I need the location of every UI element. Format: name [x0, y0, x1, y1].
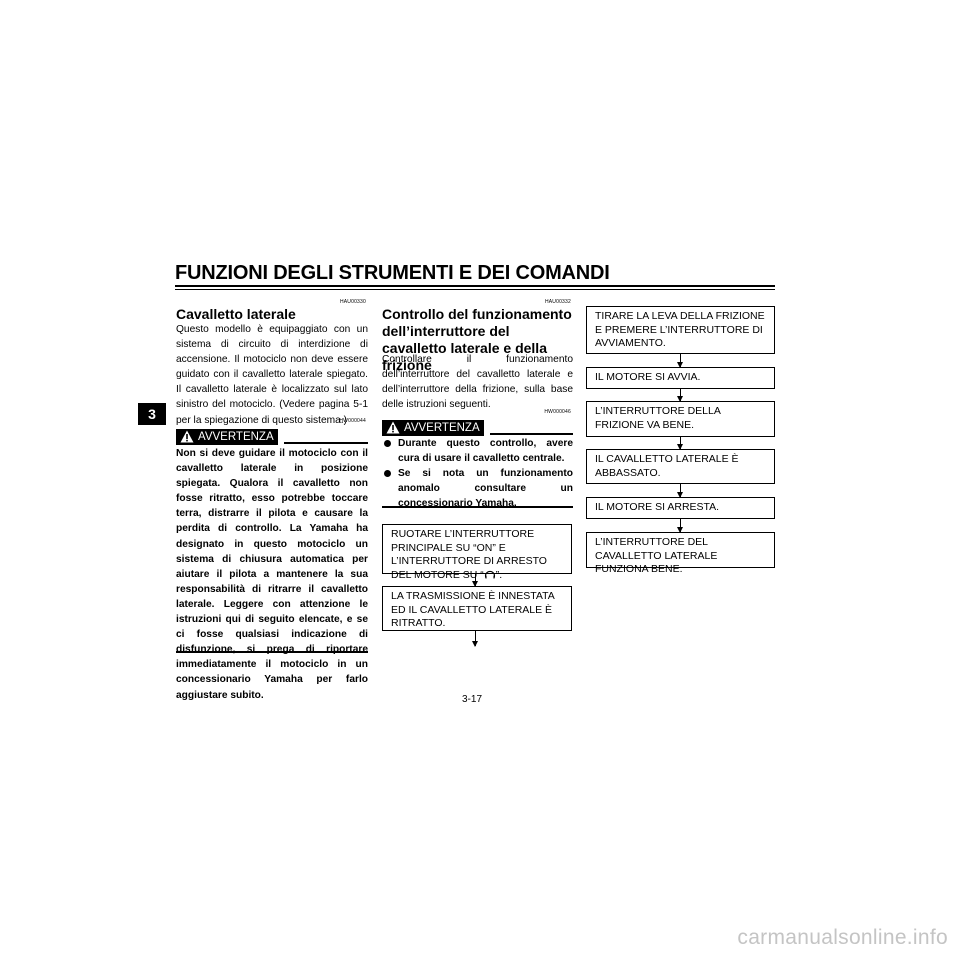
section-code-2: HAU00332 [544, 299, 571, 305]
warning-badge-2: AVVERTENZA [382, 420, 484, 436]
flow-arrow [677, 484, 683, 498]
header-rule-thin [175, 289, 775, 290]
page-number: 3-17 [462, 694, 483, 705]
section-code: HAU00330 [339, 299, 366, 305]
flow-arrow [472, 574, 478, 587]
flow-arrow [472, 631, 478, 647]
flow-arrow [677, 389, 683, 402]
flow-step: IL MOTORE SI AVVIA. [586, 367, 775, 389]
warning-label-2: AVVERTENZA [404, 422, 480, 434]
bullet-item: Se si nota un funzionamento anomalo cons… [382, 466, 573, 511]
warning-header-2: AVVERTENZA [382, 420, 574, 436]
flow-step: TIRARE LA LEVA DELLA FRIZIONE E PREMERE … [586, 306, 775, 354]
warning-triangle-icon [386, 421, 400, 439]
page-title: FUNZIONI DEGLI STRUMENTI E DEI COMANDI [175, 262, 610, 284]
flow-arrow [677, 519, 683, 533]
flow-step: LA TRASMISSIONE È INNESTATA ED IL CAVALL… [382, 586, 572, 631]
flow-step: RUOTARE L’INTERRUTTORE PRINCIPALE SU “ON… [382, 524, 572, 581]
bullet-icon [384, 440, 391, 447]
flow-arrow [677, 437, 683, 450]
flow-arrow [677, 354, 683, 368]
section-body-2: Controllare il funzionamento dell’interr… [382, 354, 573, 411]
bullet-icon [384, 470, 391, 478]
section-heading: Cavalletto laterale [176, 306, 296, 322]
page-header: FUNZIONI DEGLI STRUMENTI E DEI COMANDI [175, 262, 775, 284]
flow-step: IL CAVALLETTO LATERALE È ABBASSATO. [586, 449, 775, 484]
warning-badge: AVVERTENZA [176, 429, 278, 445]
engine-stop-icon [484, 570, 495, 578]
section-body: Questo modello è equipaggiato con un sis… [176, 324, 368, 426]
warning-rule [284, 442, 368, 444]
watermark: carmanualsonline.info [737, 926, 948, 949]
warning-header: AVVERTENZA [176, 429, 368, 445]
flow-step: IL MOTORE SI ARRESTA. [586, 497, 775, 519]
warning-bullets: Durante questo controllo, avere cura di … [382, 436, 573, 511]
warning-rule-2 [490, 433, 573, 435]
warning-code: HW000044 [339, 418, 366, 424]
bullet-item: Durante questo controllo, avere cura di … [382, 436, 573, 466]
warning-end-rule [176, 651, 368, 653]
header-rule [175, 285, 775, 287]
warning-end-rule-2 [382, 506, 573, 508]
flow-step: L’INTERRUTTORE DEL CAVALLETTO LATERALE F… [586, 532, 775, 575]
warning-text: Non si deve guidare il motociclo con il … [176, 448, 368, 701]
flow-step: L’INTERRUTTORE DELLA FRIZIONE VA BENE. [586, 401, 775, 437]
warning-label: AVVERTENZA [198, 431, 274, 443]
chapter-tab: 3 [138, 403, 166, 425]
warning-triangle-icon [180, 430, 194, 448]
section-heading-2: Controllo del funzionamento dell’interru… [382, 306, 572, 373]
warning-code-2: HW000046 [544, 409, 571, 415]
